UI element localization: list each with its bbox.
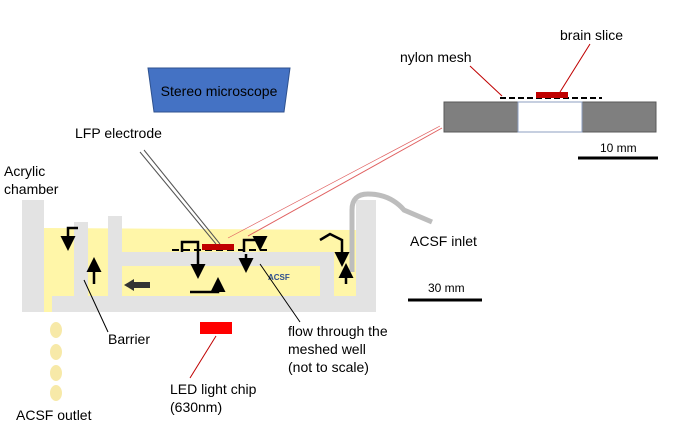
- barrier-pointer: [83, 279, 109, 333]
- gray-flow-arrow: [124, 279, 150, 291]
- flow-label-2: meshed well: [288, 341, 366, 357]
- brain-slice-label: brain slice: [560, 27, 623, 43]
- zoom-line-1: [247, 127, 443, 237]
- acrylic-chamber-label-2: chamber: [4, 181, 59, 197]
- barrier-label: Barrier: [108, 331, 150, 347]
- scale-10mm-label: 10 mm: [600, 141, 637, 155]
- flow-pointer: [259, 263, 301, 323]
- led-pointer: [189, 335, 217, 379]
- acrylic-chamber-label-1: Acrylic: [4, 163, 45, 179]
- lfp-electrode-label: LFP electrode: [75, 125, 162, 141]
- scale-30mm-label: 30 mm: [428, 281, 465, 295]
- flow-label-1: flow through the: [288, 323, 388, 339]
- acsf-inside-label: ACSF: [268, 273, 290, 282]
- acrylic-chamber: [22, 200, 376, 312]
- acsf-inlet-label: ACSF inlet: [410, 233, 477, 249]
- nylon-mesh-label: nylon mesh: [400, 49, 472, 65]
- inset-view: [443, 92, 657, 133]
- lfp-electrode: [139, 151, 217, 245]
- acsf-outlet-label: ACSF outlet: [16, 407, 92, 423]
- stereo-microscope: Stereo microscope: [147, 67, 291, 113]
- acsf-outlet-droplets: [50, 322, 62, 401]
- acsf-inlet-tube: [349, 191, 433, 272]
- flow-arrows: [60, 226, 354, 294]
- nylon-mesh-pointer: [469, 65, 503, 97]
- flow-label-3: (not to scale): [288, 359, 369, 375]
- stereo-microscope-label: Stereo microscope: [161, 83, 278, 99]
- led-label-1: LED light chip: [170, 381, 257, 397]
- brain-slice: [202, 244, 234, 250]
- led-label-2: (630nm): [170, 399, 222, 415]
- led-chip: [200, 322, 232, 334]
- brain-slice-pointer: [559, 43, 591, 93]
- inset-slice: [536, 92, 568, 98]
